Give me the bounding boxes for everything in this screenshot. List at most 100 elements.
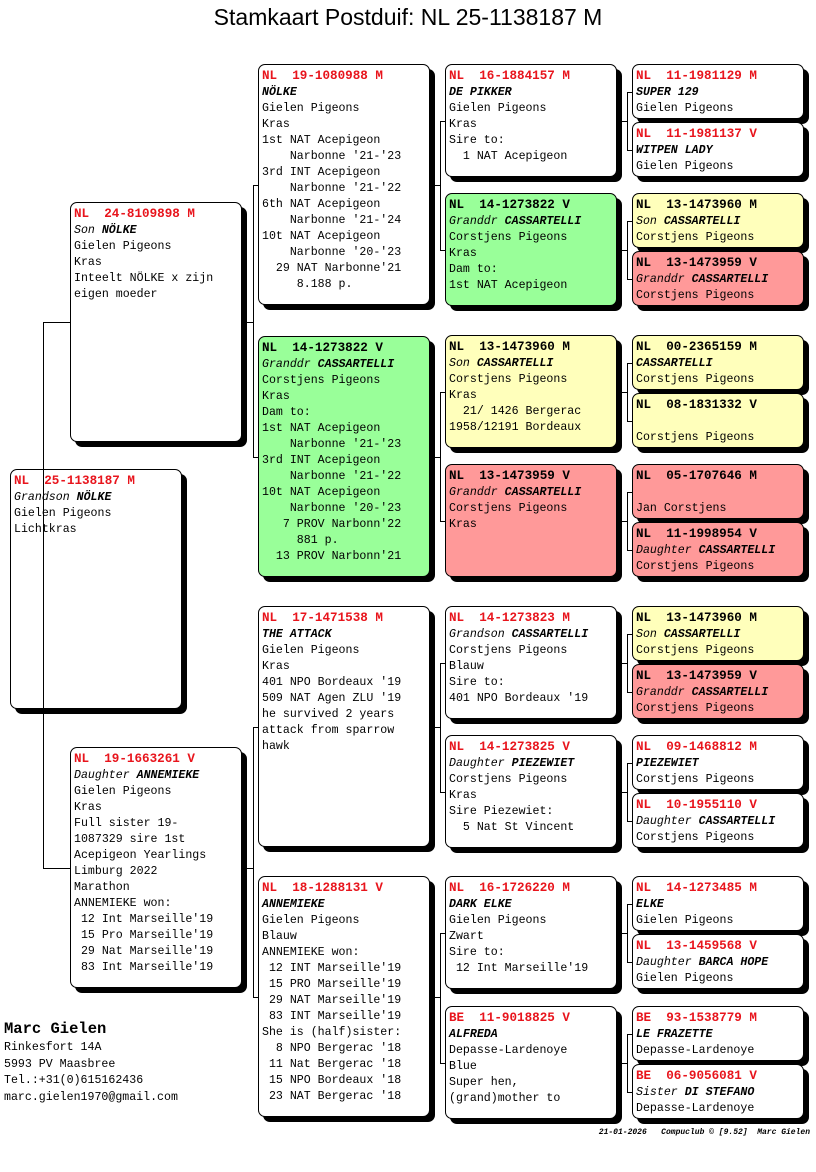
contact-address: Rinkesfort 14A — [4, 1041, 102, 1054]
info-line: 401 NPO Bordeaux '19 — [262, 676, 402, 689]
name-prefix: Sister — [636, 1086, 685, 1099]
pigeon-name: ​ — [636, 414, 800, 430]
name-main: CASSARTELLI — [691, 686, 769, 699]
info-line: 509 NAT Agen ZLU '19 — [262, 692, 402, 705]
name-main: CASSARTELLI — [691, 273, 769, 286]
name-main: LE FRAZETTE — [636, 1028, 713, 1041]
footer: 21-01-2026 Compuclub © [9.52] Marc Giele… — [598, 1128, 810, 1137]
info-line: Corstjens Pigeons — [636, 702, 755, 715]
pigeon-name: Grandson CASSARTELLI​ — [449, 627, 613, 643]
info-line: 10t NAT Acepigeon — [262, 230, 381, 243]
pigeon-name: Grandson NÖLKE​ — [14, 490, 178, 506]
connector-line — [627, 491, 628, 550]
info-line: Kras — [449, 518, 477, 531]
name-main: WITPEN LADY — [636, 144, 713, 157]
connector-line — [627, 278, 632, 280]
pigeon-name: Son NÖLKE​ — [74, 223, 238, 239]
info-line: attack from sparrow — [262, 724, 395, 737]
ring-number: NL 14-1273822 V — [262, 341, 383, 355]
info-line: Corstjens Pigeons — [636, 644, 755, 657]
ring-number: NL 18-1288131 V — [262, 881, 383, 895]
info-line: Gielen Pigeons — [74, 785, 172, 798]
info-line: 6th NAT Acepigeon — [262, 198, 381, 211]
info-line: Gielen Pigeons — [636, 102, 734, 115]
info-line: 3rd INT Acepigeon — [262, 166, 381, 179]
pigeon-name: Daughter BARCA HOPE​ — [636, 955, 800, 971]
name-prefix: Daughter — [636, 815, 699, 828]
info-line: 83 Int Marseille'19 — [74, 961, 214, 974]
ring-number: NL 10-1955110 V — [636, 798, 757, 812]
info-line: he survived 2 years — [262, 708, 395, 721]
connector-line — [440, 932, 445, 934]
info-line: Sire to: — [449, 134, 505, 147]
pigeon-name: WITPEN LADY​ — [636, 143, 800, 159]
info-line: 21/ 1426 Bergerac — [449, 405, 582, 418]
name-main: CASSARTELLI — [636, 357, 713, 370]
connector-line — [253, 184, 258, 186]
info-line: Corstjens Pigeons — [636, 560, 755, 573]
pigeon-name: ELKE​ — [636, 897, 800, 913]
info-line: 29 NAT Narbonne'21 — [262, 262, 402, 275]
name-main: SUPER 129 — [636, 86, 699, 99]
info-line: Blue — [449, 1060, 477, 1073]
connector-line — [627, 491, 632, 493]
ring-number: NL 16-1884157 M — [449, 69, 570, 83]
connector-line — [627, 220, 632, 222]
info-line: Gielen Pigeons — [14, 507, 112, 520]
connector-line — [627, 633, 628, 692]
name-prefix: Daughter — [74, 769, 137, 782]
name-main: CASSARTELLI — [511, 628, 589, 641]
info-line: Corstjens Pigeons — [636, 231, 755, 244]
info-line: Kras — [262, 660, 290, 673]
ring-number: NL 17-1471538 M — [262, 611, 383, 625]
info-line: Acepigeon Yearlings — [74, 849, 207, 862]
info-line: 1958/12191 Bordeaux — [449, 421, 582, 434]
pigeon-name: Daughter CASSARTELLI​ — [636, 543, 800, 559]
info-line: Full sister 19- — [74, 817, 179, 830]
connector-line — [253, 996, 258, 998]
info-line: Super hen, — [449, 1076, 519, 1089]
connector-line — [617, 662, 627, 664]
connector-line — [627, 362, 632, 364]
name-prefix: Grandson — [449, 628, 512, 641]
info-line: 8.188 p. — [262, 278, 353, 291]
info-line: She is (half)sister: — [262, 1026, 402, 1039]
connector-line — [627, 762, 632, 764]
info-line: Blauw — [262, 930, 297, 943]
ring-number: NL 14-1273822 V — [449, 198, 570, 212]
pigeon-name: Granddr CASSARTELLI​ — [449, 485, 613, 501]
ring-number: NL 24-8109898 M — [74, 207, 195, 221]
contact-phone: Tel.:+31(0)615162436 — [4, 1074, 144, 1087]
info-line: Narbonne '21-'23 — [262, 438, 402, 451]
name-main: ANNEMIEKE — [136, 769, 200, 782]
info-line: 15 NPO Bordeaux '18 — [262, 1074, 402, 1087]
name-main: CASSARTELLI — [504, 215, 582, 228]
info-line: Kras — [262, 118, 290, 131]
info-line: eigen moeder — [74, 288, 158, 301]
info-line: Corstjens Pigeons — [449, 502, 568, 515]
connector-line — [440, 391, 445, 393]
pigeon-name: SUPER 129​ — [636, 85, 800, 101]
ring-number: NL 16-1726220 M — [449, 881, 570, 895]
connector-line — [43, 322, 70, 323]
connector-line — [440, 120, 445, 122]
info-line: Narbonne '20-'23 — [262, 246, 402, 259]
connector-line — [440, 791, 445, 793]
connector-line — [440, 932, 441, 1063]
connector-line — [43, 322, 44, 868]
info-line: Marathon — [74, 881, 130, 894]
ring-number: NL 19-1663261 V — [74, 752, 195, 766]
info-line: 23 NAT Bergerac '18 — [262, 1090, 402, 1103]
connector-line — [627, 1091, 632, 1093]
pigeon-name: THE ATTACK​ — [262, 627, 426, 643]
name-main: ALFREDA — [449, 1028, 498, 1041]
connector-line — [440, 662, 445, 664]
